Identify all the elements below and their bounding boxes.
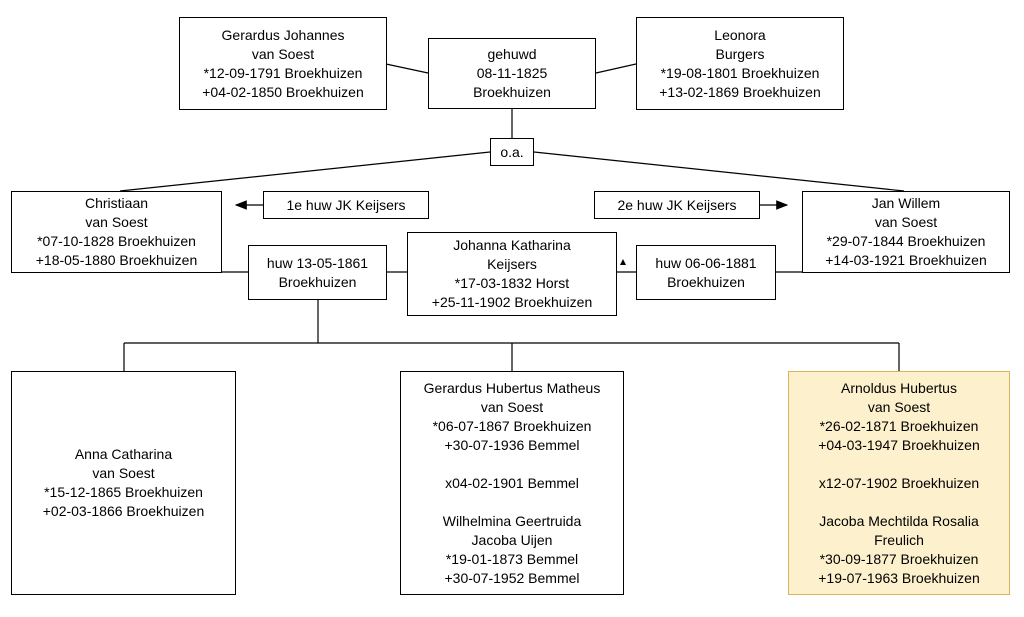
node-text-line: Gerardus Hubertus Matheus <box>423 379 601 396</box>
node-text-line: *07-10-1828 Broekhuizen <box>37 233 196 249</box>
connector-gerardus-marriage <box>385 63 429 74</box>
node-text-line: +30-07-1952 Bemmel <box>444 569 580 586</box>
connector-leonora-marriage <box>595 63 637 74</box>
node-text-line: *26-02-1871 Broekhuizen <box>819 417 979 434</box>
node-text-line: +02-03-1866 Broekhuizen <box>42 503 205 519</box>
node-text-line: *19-08-1801 Broekhuizen <box>660 64 820 81</box>
node-text-line: +13-02-1869 Broekhuizen <box>659 83 821 100</box>
node-text-line: Keijsers <box>487 256 537 272</box>
node-text-line: Broekhuizen <box>473 84 551 100</box>
small-triangle-marker <box>620 259 626 265</box>
node-text-line: Jacoba Mechtilda Rosalia <box>819 512 979 529</box>
node-text-line: Wilhelmina Geertruida <box>442 512 582 529</box>
node-text-line: +14-03-1921 Broekhuizen <box>825 252 987 268</box>
node-text-line: van Soest <box>251 45 315 62</box>
node-text-line: Leonora <box>714 26 766 43</box>
node-text-line: +30-07-1936 Bemmel <box>444 436 580 453</box>
person-gerardus-johannes[interactable]: Gerardus Johannes van Soest *12-09-1791 Br… <box>179 17 387 110</box>
node-text-line: Anna Catharina <box>74 446 173 462</box>
label-2e-huw[interactable]: 2e huw JK Keijsers <box>594 191 760 219</box>
node-text-line: van Soest <box>867 398 931 415</box>
oa-box[interactable]: o.a. <box>490 138 534 166</box>
person-christiaan[interactable]: Christiaan van Soest *07-10-1828 Broekhuiz… <box>11 191 222 273</box>
node-text-line: *12-09-1791 Broekhuizen <box>203 64 363 81</box>
person-jan-willem[interactable]: Jan Willem van Soest *29-07-1844 Broekhuiz… <box>802 191 1010 273</box>
person-anna-catharina[interactable]: Anna Catharina van Soest *15-12-1865 Broek… <box>11 371 236 595</box>
node-text-line: Jan Willem <box>871 195 941 211</box>
node-text-line: +19-07-1963 Broekhuizen <box>818 569 980 586</box>
node-text-line: *29-07-1844 Broekhuizen <box>826 233 986 249</box>
node-text-line: huw 06-06-1881 <box>655 254 757 271</box>
node-text-line: 2e huw JK Keijsers <box>617 196 737 213</box>
node-text-line: van Soest <box>480 398 544 415</box>
node-text-line: *15-12-1865 Broekhuizen <box>44 484 203 500</box>
connector-oa-christiaan <box>119 151 491 192</box>
node-text-line: Christiaan <box>84 195 149 211</box>
node-text-line: *06-07-1867 Broekhuizen <box>432 417 592 434</box>
node-text-line: o.a. <box>500 143 524 160</box>
node-text-line: *30-09-1877 Broekhuizen <box>819 550 979 567</box>
node-text-line: van Soest <box>85 214 148 230</box>
person-arnoldus-hubertus[interactable]: Arnoldus Hubertus van Soest *26-02-1871 Br… <box>788 371 1010 595</box>
node-text-line: +04-02-1850 Broekhuizen <box>202 83 364 100</box>
node-text-line: x04-02-1901 Bemmel <box>445 474 579 491</box>
node-text-line: van Soest <box>874 214 938 230</box>
node-text-line: *19-01-1873 Bemmel <box>445 550 579 567</box>
node-text-line: Johanna Katharina <box>453 237 571 253</box>
node-text-line: +18-05-1880 Broekhuizen <box>35 252 198 268</box>
node-text-line: gehuwd <box>487 46 537 62</box>
node-text-line: van Soest <box>92 465 155 481</box>
node-text-line: Arnoldus Hubertus <box>841 379 957 396</box>
connector-oa-janwillem <box>533 151 905 192</box>
node-text-line: *17-03-1832 Horst <box>454 275 570 291</box>
node-text-line: Jacoba Uijen <box>471 531 553 548</box>
node-text-line: +25-11-1902 Broekhuizen <box>431 294 593 310</box>
node-text-line: 1e huw JK Keijsers <box>286 196 406 213</box>
node-text-line: Burgers <box>715 45 765 62</box>
node-text-line: +04-03-1947 Broekhuizen <box>818 436 980 453</box>
node-text-line: Broekhuizen <box>278 273 357 290</box>
label-1e-huw[interactable]: 1e huw JK Keijsers <box>263 191 429 219</box>
person-gerardus-hubertus[interactable]: Gerardus Hubertus Matheus van Soest *06-07… <box>400 371 624 595</box>
node-text-line: Freulich <box>874 531 924 548</box>
node-text-line: Gerardus Johannes <box>221 26 345 43</box>
node-text-line: x12-07-1902 Broekhuizen <box>818 474 980 491</box>
node-text-line: Broekhuizen <box>667 273 745 290</box>
node-text-line: 08-11-1825 <box>476 65 548 81</box>
node-text-line: huw 13-05-1861 <box>266 254 369 271</box>
